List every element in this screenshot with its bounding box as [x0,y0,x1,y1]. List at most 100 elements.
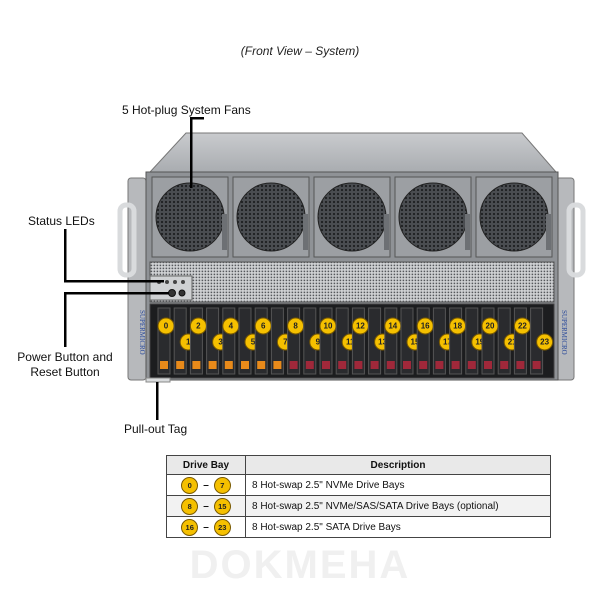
drive-bay-number: 5 [251,338,256,347]
pullout-tag [145,377,171,383]
power-reset-label-line2: Reset Button [30,365,100,379]
drive-release-tab[interactable] [467,361,476,369]
drive-bay-number: 12 [356,322,365,331]
left-handle [117,202,137,278]
drive-release-tab[interactable] [354,361,363,369]
header-drive-bay: Drive Bay [166,455,246,475]
range-dash: – [203,521,209,533]
drive-bay-number: 20 [486,322,495,331]
drive-bay-number: 7 [283,338,288,347]
drive-bay-number: 11 [346,338,355,347]
table-row: 8–15 8 Hot-swap 2.5" NVMe/SAS/SATA Drive… [166,495,551,517]
drive-bay-marker [536,333,554,351]
power-leader-horizontal [64,292,169,295]
range-dash: – [203,479,209,491]
drive-release-tab[interactable] [386,361,395,369]
fans-leader-horizontal [190,117,204,120]
pullout-leader-vertical [156,382,159,420]
drive-release-tab[interactable] [305,361,314,369]
drive-release-tab[interactable] [338,361,347,369]
drive-bay-table: Drive Bay Description 0–7 8 Hot-swap 2.5… [166,455,551,538]
vent-mesh [149,261,555,303]
drive-bay-number: 21 [508,338,517,347]
leds-leader-vertical [64,229,67,282]
bay-start-badge: 0 [181,476,199,494]
drive-release-tab[interactable] [451,361,460,369]
power-leader-vertical [64,292,67,347]
brand-logo-right: SUPERMICRO [560,310,568,355]
drive-release-tab[interactable] [370,361,379,369]
drive-release-tab[interactable] [516,361,525,369]
fan-module [151,176,229,258]
drive-release-tab[interactable] [403,361,411,369]
drive-release-tab[interactable] [435,361,444,369]
drive-bay-number: 17 [443,338,452,347]
drive-release-tab[interactable] [322,361,330,369]
pullout-tag-callout-label: Pull-out Tag [124,422,188,436]
drive-bay-number: 16 [421,322,430,331]
drive-bay-number: 1 [186,338,191,347]
drive-release-tab[interactable] [160,361,168,369]
drive-release-tab[interactable] [224,361,233,369]
drive-bay-number: 15 [411,338,420,347]
fans-callout-label: 5 Hot-plug System Fans [122,103,251,117]
drive-release-tab[interactable] [532,361,541,369]
status-led [181,280,185,284]
fans-leader-vertical [190,118,193,188]
bay-end-badge: 23 [213,518,231,536]
drive-release-tab[interactable] [257,361,266,369]
right-handle [566,202,586,278]
table-header-row: Drive Bay Description [166,455,551,475]
chassis-top [148,132,558,173]
drive-release-tab[interactable] [289,361,298,369]
drive-release-tab[interactable] [484,361,492,369]
bay-range: 8–15 [166,495,246,517]
drive-release-tab[interactable] [192,361,201,369]
bay-end-badge: 15 [213,497,231,515]
status-led [173,280,177,284]
drive-bay-number: 6 [261,322,266,331]
brand-logo-left: SUPERMICRO [138,310,146,355]
bay-range: 0–7 [166,474,246,496]
fan-row [151,176,553,258]
drive-bay-number: 10 [324,322,333,331]
drive-bay-number: 2 [196,322,201,331]
drive-release-tab[interactable] [208,361,217,369]
status-leds-callout-label: Status LEDs [28,214,95,228]
fan-module [232,176,310,258]
bay-range: 16–23 [166,516,246,538]
bay-description: 8 Hot-swap 2.5" NVMe/SAS/SATA Drive Bays… [245,495,551,517]
range-dash: – [203,500,209,512]
header-description: Description [245,455,551,475]
drive-bay-number: 18 [453,322,462,331]
watermark: DOKMEHA [189,543,411,587]
drive-bay-number: 4 [229,322,234,331]
bay-description: 8 Hot-swap 2.5" SATA Drive Bays [245,516,551,538]
bay-description: 8 Hot-swap 2.5" NVMe Drive Bays [245,474,551,496]
power-button [168,289,176,297]
drive-bay-number: 23 [540,338,549,347]
status-led [165,280,169,284]
fan-module [313,176,391,258]
table-row: 0–7 8 Hot-swap 2.5" NVMe Drive Bays [166,474,551,496]
power-reset-label-line1: Power Button and [17,350,113,364]
drive-release-tab[interactable] [500,361,509,369]
drive-bay-number: 0 [164,322,169,331]
drive-release-tab[interactable] [419,361,428,369]
bay-end-badge: 7 [213,476,231,494]
bay-start-badge: 8 [181,497,199,515]
leds-leader-horizontal [64,280,164,283]
drive-bay-number: 3 [218,338,223,347]
drive-release-tab[interactable] [273,361,282,369]
drive-release-tab[interactable] [241,361,249,369]
drive-bay-number: 8 [293,322,298,331]
view-caption: (Front View – System) [240,44,360,58]
drive-bay-number: 14 [388,322,397,331]
drive-bay-number: 19 [475,338,484,347]
drive-release-tab[interactable] [176,361,185,369]
fan-module [475,176,553,258]
drive-bay-number: 13 [378,338,387,347]
drive-bay-number: 22 [518,322,527,331]
